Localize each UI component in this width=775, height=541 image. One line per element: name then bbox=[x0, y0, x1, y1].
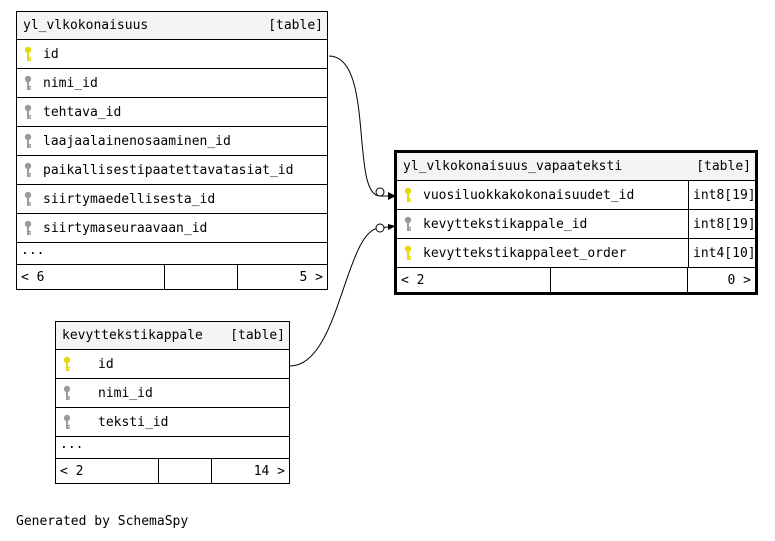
key-cell bbox=[397, 216, 419, 232]
column-name: teksti_id bbox=[98, 414, 169, 430]
foreign-key-icon bbox=[24, 133, 32, 148]
key-cell bbox=[17, 75, 39, 91]
table-name: yl_vlkokonaisuus_vapaateksti bbox=[403, 159, 623, 174]
key-cell bbox=[17, 104, 39, 120]
foreign-key-icon bbox=[24, 104, 32, 119]
more-columns: ... bbox=[17, 243, 327, 265]
column-name: siirtymaseuraavaan_id bbox=[43, 220, 208, 236]
more-columns: ... bbox=[56, 437, 289, 459]
column-row[interactable]: siirtymaseuraavaan_id bbox=[17, 214, 327, 243]
table-footer: < 2 14 > bbox=[56, 459, 289, 483]
column-type: int8[19] bbox=[688, 210, 755, 238]
foreign-key-icon bbox=[63, 385, 71, 400]
primary-key-icon bbox=[404, 245, 412, 260]
key-cell bbox=[17, 162, 39, 178]
table-name: yl_vlkokonaisuus bbox=[23, 18, 149, 33]
column-row[interactable]: teksti_id bbox=[56, 408, 289, 437]
column-row[interactable]: kevyttekstikappaleet_order int4[10] bbox=[397, 239, 755, 268]
column-name: vuosiluokkakokonaisuudet_id bbox=[423, 187, 635, 203]
column-name: id bbox=[98, 356, 114, 372]
key-cell bbox=[397, 245, 419, 261]
parent-count[interactable]: < 6 bbox=[21, 269, 45, 285]
column-row[interactable]: tehtava_id bbox=[17, 98, 327, 127]
child-count[interactable]: 0 > bbox=[727, 272, 751, 288]
child-count[interactable]: 14 > bbox=[253, 463, 285, 479]
table-header[interactable]: yl_vlkokonaisuus [table] bbox=[17, 12, 327, 40]
table-name: kevyttekstikappale bbox=[62, 328, 203, 343]
column-row[interactable]: laajaalainenosaaminen_id bbox=[17, 127, 327, 156]
foreign-key-icon bbox=[24, 162, 32, 177]
footer-spacer bbox=[158, 459, 212, 483]
column-row[interactable]: siirtymaedellisesta_id bbox=[17, 185, 327, 214]
column-row[interactable]: kevyttekstikappale_id int8[19] bbox=[397, 210, 755, 239]
foreign-key-icon bbox=[24, 220, 32, 235]
foreign-key-icon bbox=[404, 216, 412, 231]
table-header[interactable]: yl_vlkokonaisuus_vapaateksti [table] bbox=[397, 153, 755, 181]
column-name: nimi_id bbox=[43, 75, 98, 91]
foreign-key-icon bbox=[24, 75, 32, 90]
credit-text: Generated by SchemaSpy bbox=[16, 514, 189, 529]
column-name: id bbox=[43, 46, 59, 62]
key-cell bbox=[56, 385, 78, 401]
table-footer: < 6 5 > bbox=[17, 265, 327, 289]
parent-count[interactable]: < 2 bbox=[60, 463, 84, 479]
table-footer: < 2 0 > bbox=[397, 268, 755, 292]
foreign-key-icon bbox=[63, 414, 71, 429]
footer-spacer bbox=[550, 268, 688, 292]
key-cell bbox=[17, 191, 39, 207]
column-name: paikallisestipaatettavatasiat_id bbox=[43, 162, 294, 178]
column-name: kevyttekstikappale_id bbox=[423, 216, 588, 232]
table-header[interactable]: kevyttekstikappale [table] bbox=[56, 322, 289, 350]
table-kind: [table] bbox=[696, 159, 751, 174]
relation-crowfoot-marker bbox=[388, 192, 396, 200]
relation-vlk-to-vapaateksti bbox=[328, 55, 395, 197]
relation-optional-marker bbox=[375, 223, 385, 233]
key-cell bbox=[17, 46, 39, 62]
column-name: nimi_id bbox=[98, 385, 153, 401]
primary-key-icon bbox=[404, 187, 412, 202]
column-name: siirtymaedellisesta_id bbox=[43, 191, 216, 207]
key-cell bbox=[17, 133, 39, 149]
key-cell bbox=[56, 356, 78, 372]
column-type: int4[10] bbox=[688, 239, 755, 267]
relation-optional-marker bbox=[375, 187, 385, 197]
key-cell bbox=[56, 414, 78, 430]
relation-kevyt-to-vapaateksti bbox=[289, 225, 396, 367]
column-row[interactable]: nimi_id bbox=[56, 379, 289, 408]
primary-key-icon bbox=[24, 46, 32, 61]
footer-spacer bbox=[164, 265, 238, 289]
column-name: kevyttekstikappaleet_order bbox=[423, 245, 627, 261]
column-row[interactable]: id bbox=[56, 350, 289, 379]
key-cell bbox=[397, 187, 419, 203]
parent-count[interactable]: < 2 bbox=[401, 272, 425, 288]
foreign-key-icon bbox=[24, 191, 32, 206]
column-row[interactable]: id bbox=[17, 40, 327, 69]
column-name: tehtava_id bbox=[43, 104, 122, 120]
table-yl-vlkokonaisuus-vapaateksti[interactable]: yl_vlkokonaisuus_vapaateksti [table] vuo… bbox=[394, 150, 758, 295]
column-type: int8[19] bbox=[688, 181, 755, 209]
column-row[interactable]: vuosiluokkakokonaisuudet_id int8[19] bbox=[397, 181, 755, 210]
column-row[interactable]: paikallisestipaatettavatasiat_id bbox=[17, 156, 327, 185]
column-row[interactable]: nimi_id bbox=[17, 69, 327, 98]
child-count[interactable]: 5 > bbox=[299, 269, 323, 285]
primary-key-icon bbox=[63, 356, 71, 371]
column-name: laajaalainenosaaminen_id bbox=[43, 133, 231, 149]
table-kind: [table] bbox=[268, 18, 323, 33]
table-kind: [table] bbox=[230, 328, 285, 343]
key-cell bbox=[17, 220, 39, 236]
